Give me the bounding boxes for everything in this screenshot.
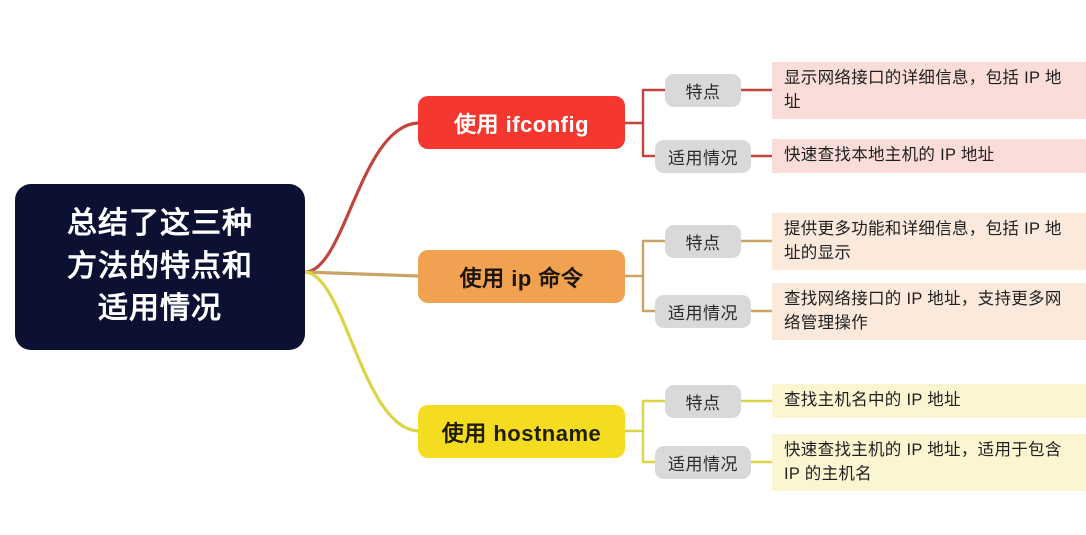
leaf-content-ifconfig-usecase[interactable]: 快速查找本地主机的 IP 地址 xyxy=(772,139,1086,173)
leaf-content-ifconfig-feature[interactable]: 显示网络接口的详细信息，包括 IP 地址 xyxy=(772,62,1086,119)
branch-node-label: 使用 hostname xyxy=(441,420,602,446)
leaf-label-hostname-usecase[interactable]: 适用情况 xyxy=(655,446,751,479)
leaf-content-hostname-feature[interactable]: 查找主机名中的 IP 地址 xyxy=(772,384,1086,418)
leaf-label-hostname-feature[interactable]: 特点 xyxy=(665,385,741,418)
root-node-label: 总结了这三种 方法的特点和 适用情况 xyxy=(67,207,253,326)
leaf-label-ifconfig-usecase[interactable]: 适用情况 xyxy=(655,140,751,173)
branch-node-label: 使用 ifconfig xyxy=(453,111,590,137)
leaf-content-ip-command-feature[interactable]: 提供更多功能和详细信息，包括 IP 地址的显示 xyxy=(772,213,1086,270)
connector-root-to-ifconfig xyxy=(303,121,420,274)
connector-root-to-ip-command xyxy=(303,270,420,278)
branch-node-ifconfig[interactable]: 使用 ifconfig xyxy=(418,96,625,149)
root-node[interactable]: 总结了这三种 方法的特点和 适用情况 xyxy=(15,184,305,350)
leaf-content-hostname-usecase[interactable]: 快速查找主机的 IP 地址，适用于包含 IP 的主机名 xyxy=(772,434,1086,491)
branch-node-label: 使用 ip 命令 xyxy=(459,265,584,291)
branch-node-hostname[interactable]: 使用 hostname xyxy=(418,405,625,458)
leaf-label-ip-command-feature[interactable]: 特点 xyxy=(665,225,741,258)
leaf-label-ifconfig-feature[interactable]: 特点 xyxy=(665,74,741,107)
branch-node-ip-command[interactable]: 使用 ip 命令 xyxy=(418,250,625,303)
leaf-label-ip-command-usecase[interactable]: 适用情况 xyxy=(655,295,751,328)
connector-root-to-hostname xyxy=(303,270,420,433)
leaf-content-ip-command-usecase[interactable]: 查找网络接口的 IP 地址，支持更多网络管理操作 xyxy=(772,283,1086,340)
